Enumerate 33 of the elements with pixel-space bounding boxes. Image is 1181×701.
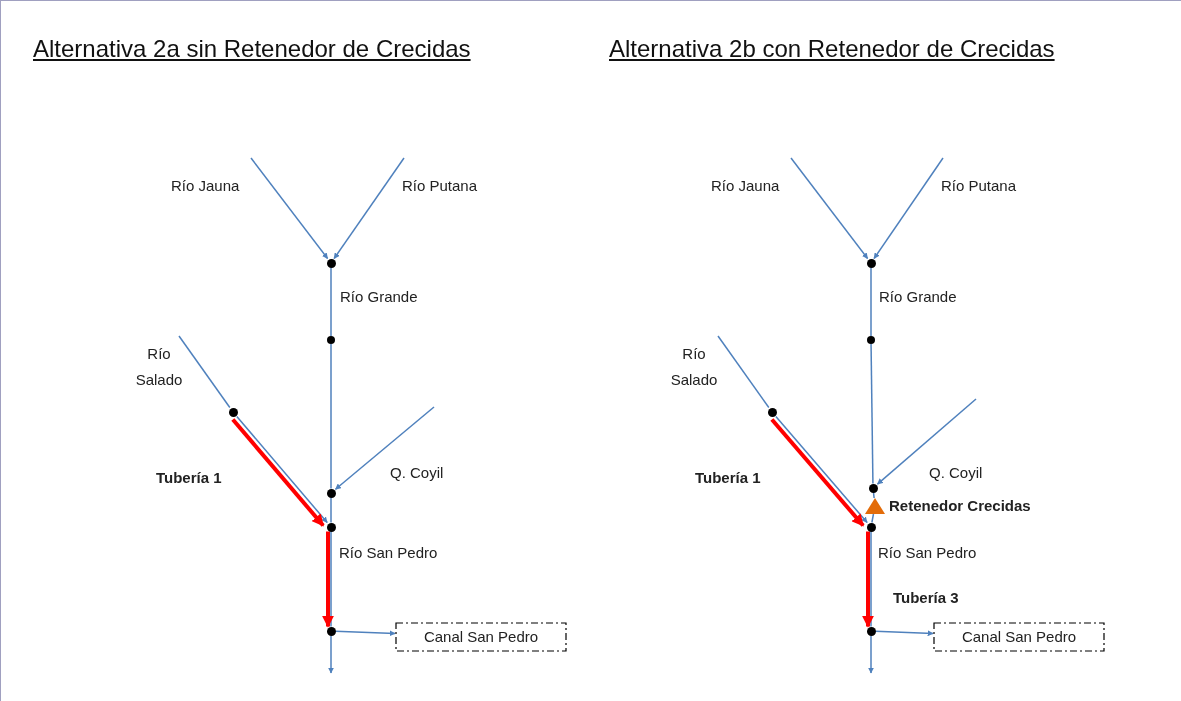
river-arrow — [334, 406, 435, 490]
river-label: Río Jauna — [711, 176, 781, 196]
pipe-label: Tubería 1 — [695, 468, 762, 488]
panel-title: Alternativa 2a sin Retenedor de Crecidas — [33, 34, 471, 64]
river-label: Río Jauna — [171, 176, 241, 196]
pipe-arrow — [862, 531, 874, 628]
river-label: Río San Pedro — [878, 543, 978, 563]
river-label: Río Salado — [669, 344, 719, 390]
river-label: Río Grande — [340, 287, 419, 307]
dam-triangle — [865, 498, 885, 514]
river-label: Río Grande — [879, 287, 958, 307]
river-arrow — [873, 157, 944, 260]
river-arrow — [328, 634, 334, 674]
panel-title: Alternativa 2b con Retenedor de Crecidas — [609, 34, 1055, 64]
pipe-arrow — [322, 531, 334, 628]
river-label: Río San Pedro — [339, 543, 439, 563]
river-label: Río Salado — [134, 344, 184, 390]
river-label: Río Putana — [941, 176, 1018, 196]
river-arrow — [876, 398, 977, 485]
river-label: Q. Coyil — [929, 463, 984, 483]
river-arrow — [874, 630, 934, 637]
canal-box: Canal San Pedro — [933, 622, 1105, 652]
river-label: Río Putana — [402, 176, 479, 196]
river-arrow — [790, 157, 869, 260]
river-arrow — [333, 157, 405, 260]
canal-box: Canal San Pedro — [395, 622, 567, 652]
river-arrow — [868, 634, 874, 674]
pipe-label: Tubería 3 — [893, 588, 960, 608]
dam-label: Retenedor Crecidas — [889, 496, 1031, 516]
river-arrow — [250, 157, 329, 260]
pipe-label: Tubería 1 — [156, 468, 223, 488]
river-label: Q. Coyil — [390, 463, 445, 483]
river-arrow — [334, 630, 396, 637]
